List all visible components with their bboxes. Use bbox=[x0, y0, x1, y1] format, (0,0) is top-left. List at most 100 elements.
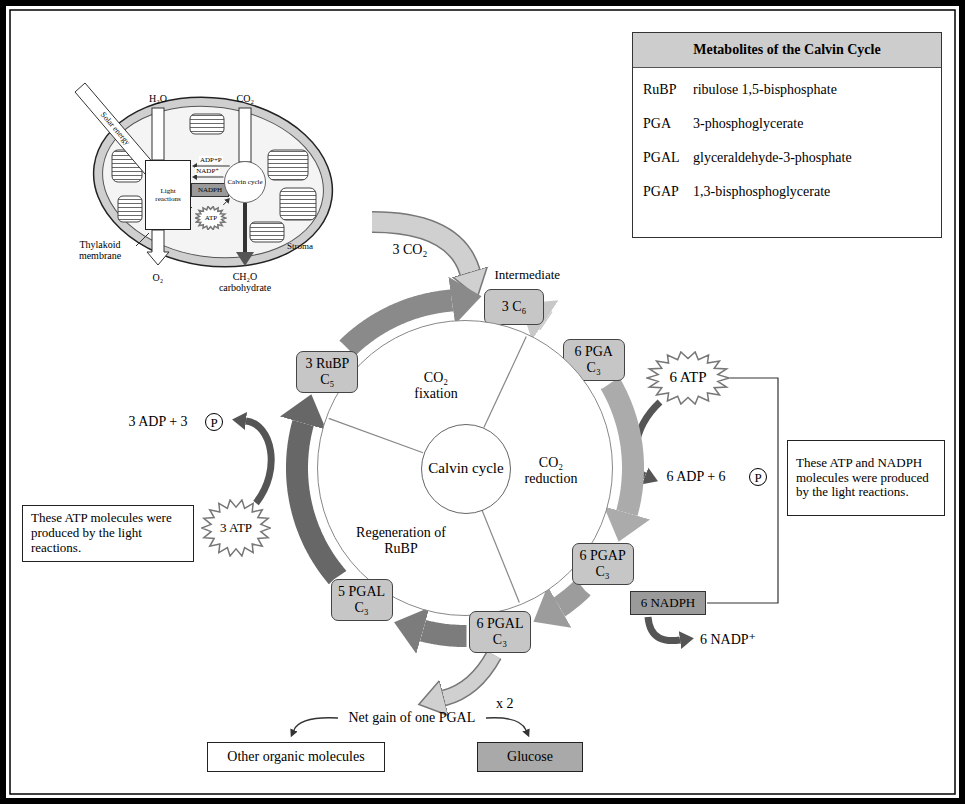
frame-inner bbox=[10, 10, 955, 794]
node-text: Calvin cycle bbox=[428, 460, 503, 477]
label: CO₂ bbox=[237, 93, 254, 105]
node-text: Other organic molecules bbox=[227, 749, 364, 765]
node-body: Calvin cycle bbox=[227, 178, 262, 186]
node-text: Light reactions bbox=[152, 187, 184, 203]
carbohydrate-arrow bbox=[243, 203, 247, 252]
node-body: 6 PGALC₃ bbox=[476, 616, 523, 648]
node-text: 3 RuBP bbox=[305, 356, 349, 372]
node-text: Glucose bbox=[507, 749, 553, 765]
node-text: C₃ bbox=[574, 360, 613, 376]
node-body: Light reactions bbox=[152, 187, 184, 203]
net-gain-arrow-outline bbox=[444, 655, 494, 698]
node-body: NADPH bbox=[198, 186, 222, 194]
atp-burst: 3 ATP bbox=[201, 499, 271, 557]
label: O₂ bbox=[153, 272, 164, 284]
grana bbox=[112, 114, 316, 242]
node-body: Other organic molecules bbox=[227, 749, 364, 765]
sector-line bbox=[329, 418, 423, 452]
node-text: 6 ATP bbox=[669, 369, 706, 386]
solar-beam bbox=[75, 83, 155, 174]
water-pipe bbox=[152, 108, 164, 160]
granum bbox=[250, 222, 284, 242]
node-text: PGAP bbox=[643, 184, 693, 200]
label: 3 CO₂ bbox=[393, 242, 428, 258]
node-text: C₅ bbox=[305, 372, 349, 388]
circled-symbol: P bbox=[749, 468, 767, 486]
edge-label: NADP⁺ bbox=[195, 167, 220, 175]
metabolite-box: 3 C₆Intermediate bbox=[484, 289, 544, 325]
node-text: 6 PGA bbox=[574, 344, 613, 360]
metabolite-box: 6 PGAPC₃ bbox=[572, 543, 634, 585]
cycle-arrow bbox=[423, 631, 467, 636]
node-text: 6 PGAP bbox=[579, 548, 625, 564]
atp-arrow bbox=[246, 421, 271, 503]
node-body: 3 C₆ bbox=[502, 299, 527, 315]
node-text: C₃ bbox=[338, 600, 385, 616]
sector-line bbox=[482, 509, 520, 602]
process-box: Other organic molecules bbox=[207, 742, 385, 772]
flow-arrow bbox=[197, 177, 224, 178]
leader-line bbox=[136, 233, 149, 246]
node-text: 3 C₆ bbox=[502, 299, 527, 315]
node-text: C₃ bbox=[579, 564, 625, 580]
chloroplast-outer bbox=[82, 82, 343, 282]
node-body: Glucose bbox=[507, 749, 553, 765]
node-text: 3 ATP bbox=[220, 521, 252, 536]
granum bbox=[280, 188, 316, 220]
stroma bbox=[93, 92, 334, 271]
granum bbox=[118, 196, 142, 222]
node-text: NADPH bbox=[198, 186, 222, 194]
label: Stroma bbox=[287, 241, 313, 251]
node-text: ATP bbox=[205, 214, 217, 222]
cycle-disk: CO₂ fixationCO₂ reductionRegeneration of… bbox=[317, 320, 613, 616]
node-text: Calvin cycle bbox=[227, 178, 262, 186]
burst-outline bbox=[202, 500, 271, 556]
node-text: RuBP bbox=[643, 82, 693, 98]
cycle-circle: Calvin cycle bbox=[421, 424, 511, 514]
node-text: ribulose 1,5-bisphosphate bbox=[693, 82, 931, 98]
node-body: Calvin cycle bbox=[428, 460, 503, 477]
net-gain-arrow bbox=[444, 655, 494, 698]
node-text: C₃ bbox=[476, 632, 523, 648]
process-box: Light reactions bbox=[145, 160, 191, 230]
label: 3 ADP + 3 bbox=[129, 414, 188, 430]
node-text: These ATP molecules were produced by the… bbox=[31, 511, 185, 556]
bracket-line bbox=[707, 378, 778, 603]
label: 6 ADP + 6 bbox=[667, 469, 726, 485]
granum bbox=[268, 150, 308, 180]
cycle-arrow bbox=[545, 309, 546, 332]
node-body: 5 PGALC₃ bbox=[338, 584, 385, 616]
burst-outline bbox=[647, 352, 729, 404]
node-text: PGA bbox=[643, 116, 693, 132]
node-text: 5 PGAL bbox=[338, 584, 385, 600]
node-text: Intermediate bbox=[494, 268, 560, 283]
node-text: These ATP and NADPH molecules were produ… bbox=[796, 456, 936, 501]
node-body: These ATP molecules were produced by the… bbox=[31, 511, 185, 556]
split-arrow bbox=[294, 718, 338, 730]
label: H₂O bbox=[149, 93, 167, 105]
split-arrow bbox=[486, 718, 526, 730]
node-body: 6 ATP bbox=[669, 369, 706, 386]
label: Solar energy bbox=[98, 110, 131, 147]
node-body: 3 RuBPC₅ bbox=[305, 356, 349, 388]
node-text: glyceraldehyde-3-phosphate bbox=[693, 150, 931, 166]
label: x 2 bbox=[496, 696, 514, 712]
node-text: Regeneration of RuBP bbox=[356, 525, 446, 557]
node-text: Metabolites of the Calvin Cycle bbox=[693, 42, 880, 57]
node-text: 3-phosphoglycerate bbox=[693, 116, 931, 132]
label: CH₂O carbohydrate bbox=[210, 271, 280, 294]
nadph-box: 6 NADPH bbox=[630, 591, 706, 615]
node-body: 6 PGAPC₃ bbox=[579, 548, 625, 580]
note-box: These ATP molecules were produced by the… bbox=[22, 505, 194, 562]
note-box: These ATP and NADPH molecules were produ… bbox=[787, 440, 945, 516]
metabolite-box: 3 RuBPC₅ bbox=[296, 351, 358, 393]
co2-arrow bbox=[372, 222, 470, 272]
metabolite-box: 5 PGALC₃ bbox=[331, 579, 393, 621]
cycle-circle: Calvin cycle bbox=[224, 161, 266, 203]
legend-table: Metabolites of the Calvin CycleRuBPribul… bbox=[632, 32, 942, 238]
atp-burst: 6 ATP bbox=[646, 351, 730, 405]
label: 6 NADP⁺ bbox=[700, 632, 756, 648]
node-body: These ATP and NADPH molecules were produ… bbox=[796, 456, 936, 501]
